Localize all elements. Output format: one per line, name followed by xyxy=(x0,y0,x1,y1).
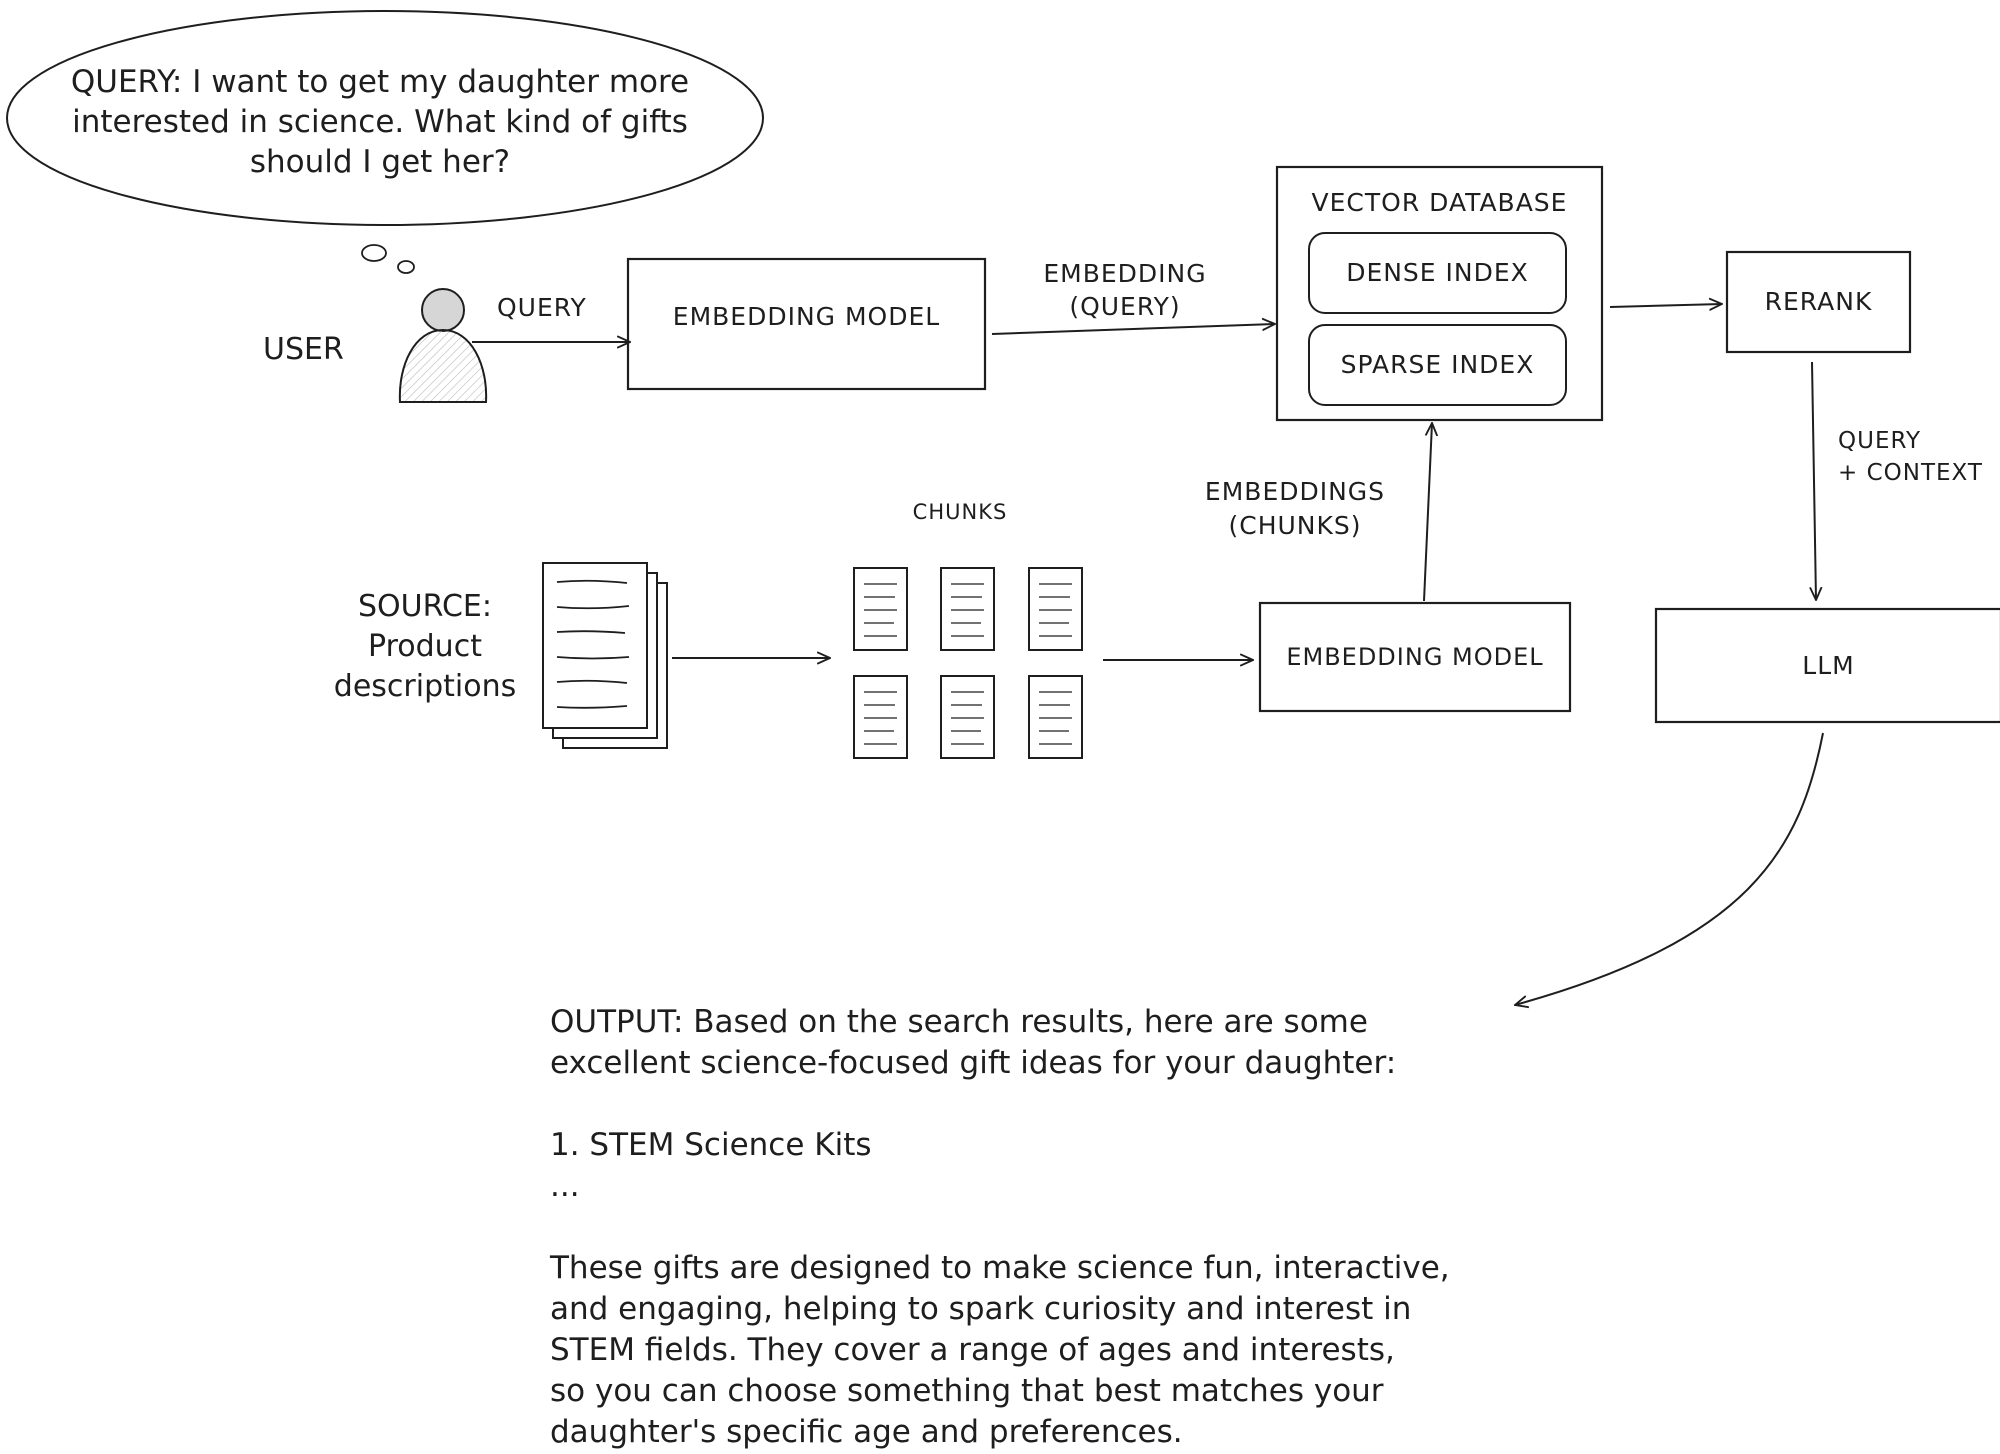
arrow-vector-db-to-rerank xyxy=(1609,304,1722,307)
arrow-rerank-to-llm xyxy=(1812,361,1816,600)
sparse-index-label: SPARSE INDEX xyxy=(1340,350,1535,379)
chunk-2 xyxy=(940,567,995,651)
chunk-5 xyxy=(940,675,995,759)
user-label: USER xyxy=(263,332,344,367)
embedding-model-top-box xyxy=(626,257,987,391)
chunks-label: CHUNKS xyxy=(912,500,1008,524)
thought-bubble-text: QUERY: I want to get my daughter more in… xyxy=(70,64,690,180)
embedding-model-bottom-label: EMBEDDING MODEL xyxy=(1286,643,1544,671)
sparse-index-box xyxy=(1308,324,1567,406)
embeddings-chunks-label-line1: EMBEDDINGS xyxy=(1204,477,1386,506)
llm-box xyxy=(1654,607,2000,724)
query-context-label-line2: + CONTEXT xyxy=(1838,460,1983,486)
vector-database-box xyxy=(1275,165,1604,422)
dense-index-box xyxy=(1308,232,1567,314)
arrow-llm-to-output xyxy=(1515,732,1824,1005)
thought-bubble xyxy=(6,10,764,226)
embedding-query-label-line1: EMBEDDING xyxy=(1043,259,1207,288)
source-documents-icon xyxy=(542,562,668,749)
arrow-embedding-to-vector-db xyxy=(991,324,1275,335)
embedding-query-label-line2: (QUERY) xyxy=(1069,292,1181,321)
thought-bubble-dot-large xyxy=(361,244,387,262)
llm-label: LLM xyxy=(1802,651,1855,680)
source-label-line2: Product xyxy=(368,629,482,664)
source-label-line1: SOURCE: xyxy=(358,589,492,624)
embeddings-chunks-label-line2: (CHUNKS) xyxy=(1228,511,1362,540)
query-arrow-label: QUERY xyxy=(497,293,587,322)
user-icon xyxy=(398,288,488,403)
dense-index-label: DENSE INDEX xyxy=(1346,258,1529,287)
rerank-label: RERANK xyxy=(1764,287,1873,316)
rerank-box xyxy=(1725,250,1912,354)
query-context-label-line1: QUERY xyxy=(1838,428,1922,454)
chunk-3 xyxy=(1028,567,1083,651)
chunks-grid xyxy=(853,567,1083,759)
thought-bubble-dot-small xyxy=(397,260,415,274)
embedding-model-top-label: EMBEDDING MODEL xyxy=(672,302,941,331)
source-label-line3: descriptions xyxy=(333,669,517,704)
embedding-model-bottom-box xyxy=(1258,601,1572,713)
chunk-1 xyxy=(853,567,908,651)
arrow-embedding-to-vector-db-up xyxy=(1423,423,1432,602)
chunk-6 xyxy=(1028,675,1083,759)
output-text: OUTPUT: Based on the search results, her… xyxy=(550,1004,1450,1450)
vector-database-label: VECTOR DATABASE xyxy=(1311,188,1568,217)
chunk-4 xyxy=(853,675,908,759)
